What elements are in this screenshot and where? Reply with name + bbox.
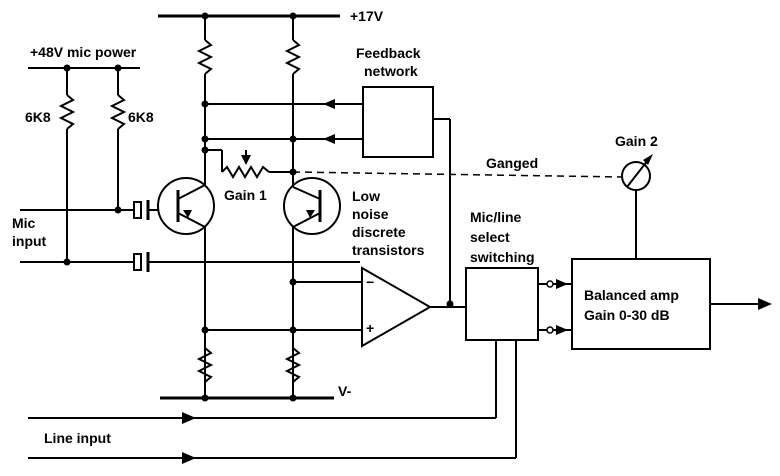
mic-line-select-box [465,267,539,341]
supply-positive-label: +17V [350,8,384,24]
ganged-dashed-link [292,171,623,178]
mic-input-coupling-capacitors [20,200,360,272]
supply-negative-label: V- [338,383,352,399]
low-noise-line1: Low [352,188,380,204]
resistor-6k8-left [58,68,76,262]
low-noise-line2: noise [352,206,389,222]
resistor-left-label: 6K8 [25,109,51,125]
mic-power-rail [28,64,140,72]
low-noise-line3: discrete [352,224,406,240]
mic-line-label-line1: Mic/line [470,209,522,225]
mic-line-label-line3: switching [470,249,535,265]
transistor-left [157,177,215,398]
gain2-label: Gain 2 [615,133,658,149]
gain1-label: Gain 1 [224,187,267,203]
emitter-resistor-left [196,330,214,402]
line-input-label: Line input [44,430,111,446]
collector-resistor-left [196,16,214,185]
supply-rail-positive [158,12,340,20]
output-arrow [710,298,772,310]
balanced-amp-box [571,258,711,350]
low-noise-line4: transistors [352,242,425,258]
gain1-potentiometer [201,146,297,179]
emitter-resistor-right [284,330,302,402]
op-amp-minus: − [366,274,374,290]
mic-input-label-line2: input [12,233,47,249]
resistor-6k8-right [109,68,127,210]
balanced-amp-label-line2: Gain 0-30 dB [584,307,670,323]
feedback-label-line1: Feedback [356,45,421,61]
gain2-variable-resistor [621,154,653,259]
switch-to-amp-wires [538,279,572,335]
collector-resistor-right [284,16,302,187]
op-amp [201,266,466,348]
feedback-network-box [362,86,434,158]
mic-power-label: +48V mic power [30,44,137,60]
transistor-right [283,177,341,398]
feedback-wires [201,99,451,304]
mic-line-label-line2: select [470,229,510,245]
mic-input-label-line1: Mic [12,215,36,231]
op-amp-plus: + [366,320,374,336]
line-input-wires [28,340,517,464]
balanced-amp-label-line1: Balanced amp [584,287,679,303]
resistor-right-label: 6K8 [128,109,154,125]
feedback-label-line2: network [364,63,418,79]
ganged-label: Ganged [486,155,538,171]
